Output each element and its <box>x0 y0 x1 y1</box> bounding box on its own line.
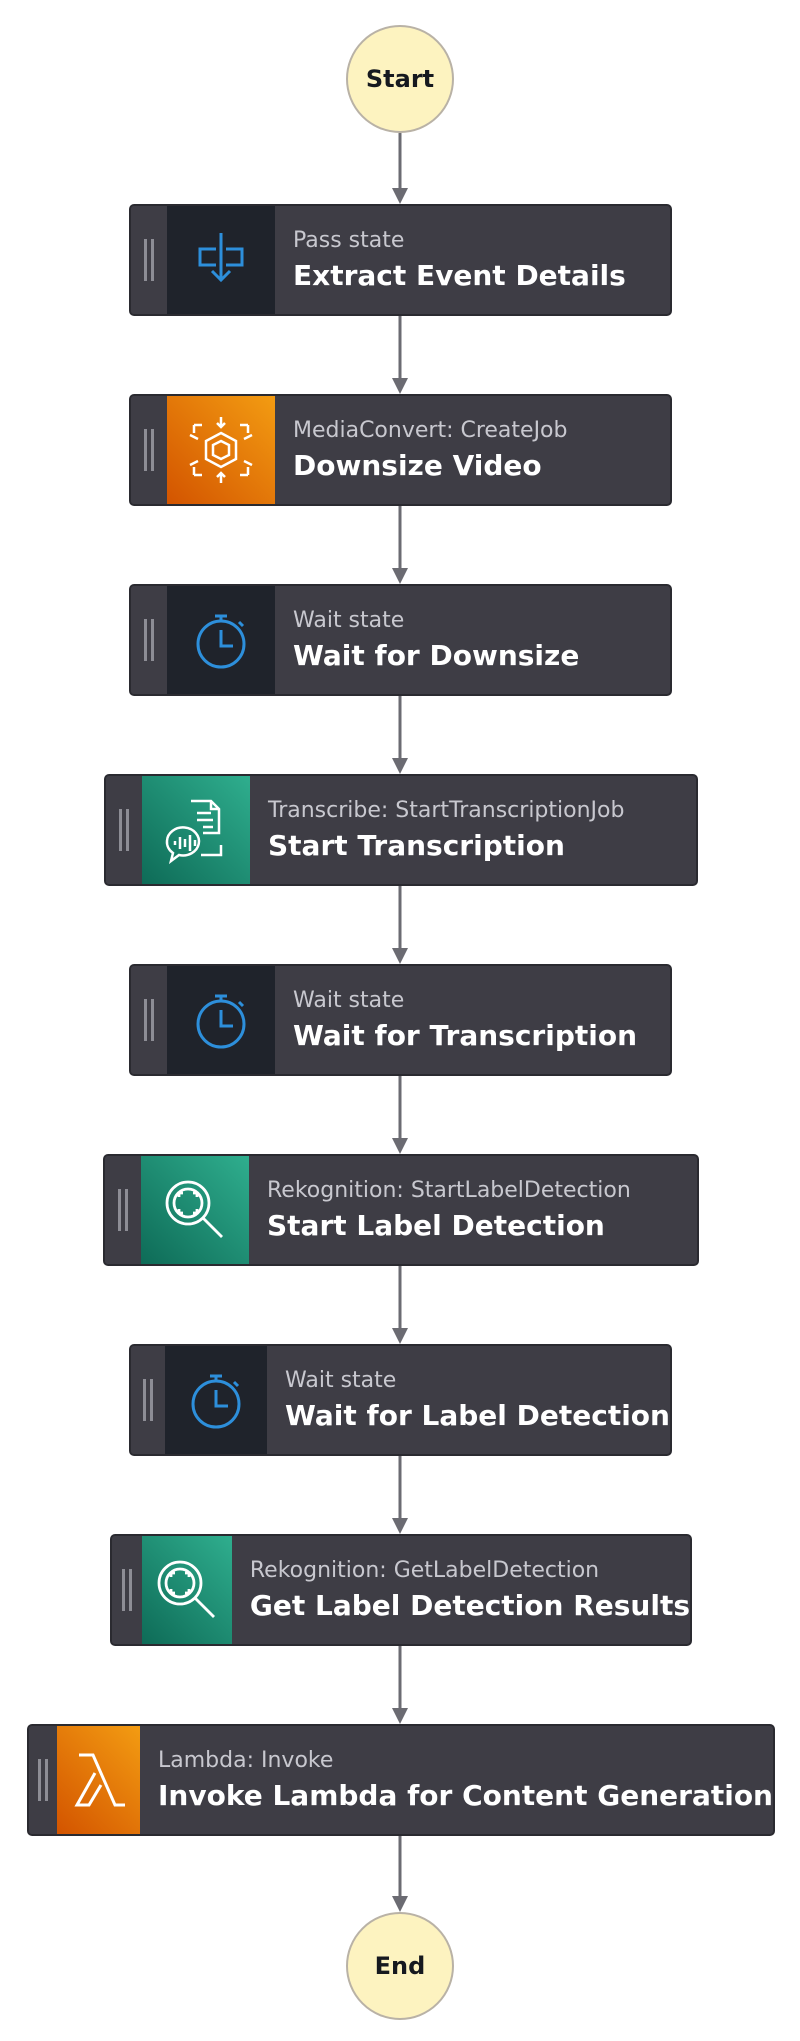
drag-handle[interactable] <box>112 1536 142 1644</box>
start-label: Start <box>365 65 435 93</box>
state-name-label: Extract Event Details <box>293 259 626 292</box>
drag-handle[interactable] <box>29 1726 57 1834</box>
rekognition-icon <box>141 1156 249 1264</box>
end-node[interactable]: End <box>346 1912 454 2020</box>
state-type-label: Pass state <box>293 228 405 253</box>
transition-arrow <box>392 886 408 964</box>
stopwatch-icon <box>165 1346 268 1454</box>
drag-handle[interactable] <box>131 1346 165 1454</box>
state-name-label: Wait for Transcription <box>293 1019 638 1052</box>
mediaconvert-icon <box>167 396 275 504</box>
state-type-label: Wait state <box>285 1368 397 1393</box>
state-start-transcription[interactable]: Transcribe: StartTranscriptionJob Start … <box>104 774 698 886</box>
state-type-label: Wait state <box>293 988 405 1013</box>
drag-handle[interactable] <box>131 396 167 504</box>
end-label: End <box>374 1952 426 1980</box>
drag-handle[interactable] <box>131 586 167 694</box>
state-start-label-detection[interactable]: Rekognition: StartLabelDetection Start L… <box>103 1154 699 1266</box>
transition-arrow <box>392 1076 408 1154</box>
transition-arrow <box>392 1456 408 1534</box>
transition-arrow <box>392 133 408 204</box>
pass-state-icon <box>167 206 275 314</box>
state-type-label: Rekognition: StartLabelDetection <box>267 1178 631 1203</box>
state-name-label: Get Label Detection Results <box>249 1589 690 1622</box>
state-name-label: Wait for Downsize <box>293 639 580 672</box>
state-wait-for-downsize[interactable]: Wait state Wait for Downsize <box>129 584 672 696</box>
transition-arrow <box>392 316 408 394</box>
state-type-label: Wait state <box>293 608 405 633</box>
transition-arrow <box>392 1266 408 1344</box>
transition-arrow <box>392 696 408 774</box>
lambda-icon <box>56 1726 141 1834</box>
state-name-label: Wait for Label Detection <box>285 1399 670 1432</box>
state-name-label: Downsize Video <box>293 449 542 482</box>
drag-handle[interactable] <box>131 966 167 1074</box>
drag-handle[interactable] <box>105 1156 141 1264</box>
state-wait-for-transcription[interactable]: Wait state Wait for Transcription <box>129 964 672 1076</box>
state-name-label: Start Transcription <box>268 829 565 862</box>
start-node[interactable]: Start <box>346 25 454 133</box>
drag-handle[interactable] <box>131 206 167 314</box>
state-type-label: MediaConvert: CreateJob <box>293 418 568 443</box>
state-type-label: Rekognition: GetLabelDetection <box>249 1558 600 1583</box>
state-name-label: Start Label Detection <box>267 1209 605 1242</box>
transition-arrow <box>392 1836 408 1912</box>
rekognition-icon <box>141 1536 232 1644</box>
transcribe-icon <box>142 776 250 884</box>
transition-arrow <box>392 1646 408 1724</box>
state-type-label: Lambda: Invoke <box>158 1748 334 1773</box>
state-name-label: Invoke Lambda for Content Generation <box>158 1779 773 1812</box>
drag-handle[interactable] <box>106 776 142 884</box>
stopwatch-icon <box>167 586 275 694</box>
state-extract-event-details[interactable]: Pass state Extract Event Details <box>129 204 672 316</box>
state-type-label: Transcribe: StartTranscriptionJob <box>268 798 625 823</box>
state-wait-for-label-detection[interactable]: Wait state Wait for Label Detection <box>129 1344 672 1456</box>
stopwatch-icon <box>167 966 275 1074</box>
state-get-label-detection-results[interactable]: Rekognition: GetLabelDetection Get Label… <box>110 1534 692 1646</box>
transition-arrow <box>392 506 408 584</box>
state-downsize-video[interactable]: MediaConvert: CreateJob Downsize Video <box>129 394 672 506</box>
state-invoke-lambda[interactable]: Lambda: Invoke Invoke Lambda for Content… <box>27 1724 775 1836</box>
